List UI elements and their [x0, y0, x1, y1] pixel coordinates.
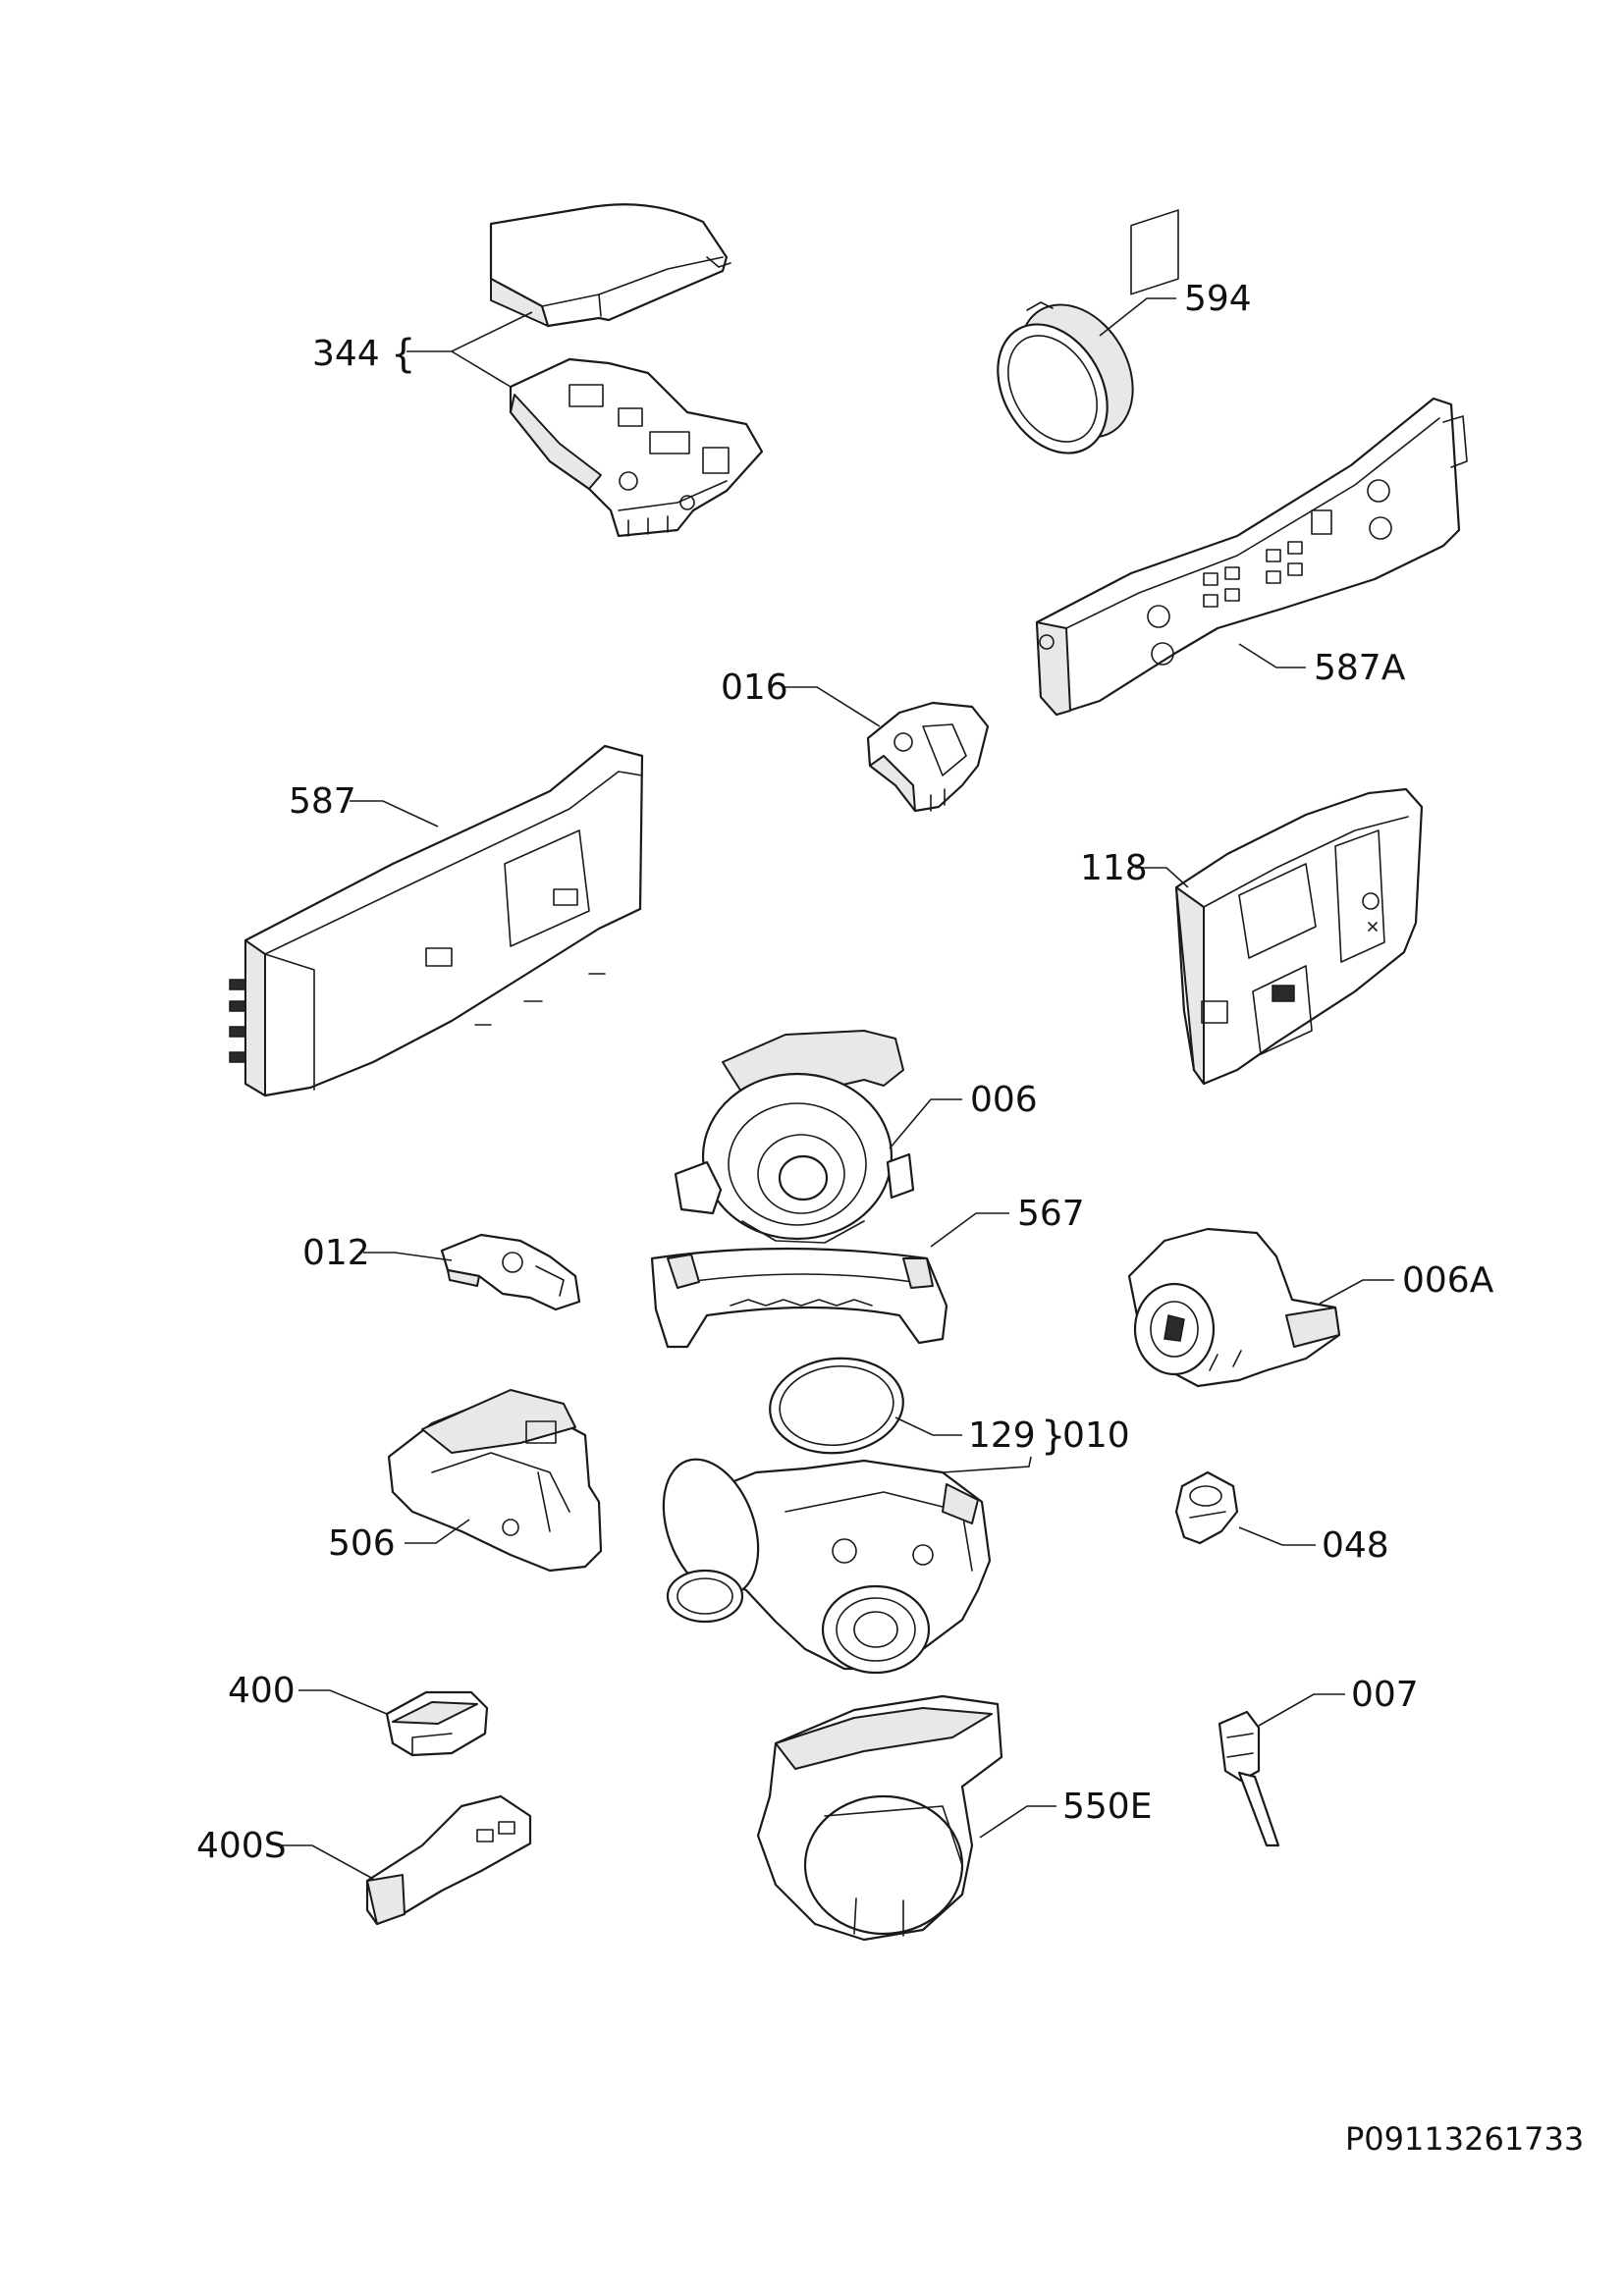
leader-012	[363, 1252, 453, 1261]
part-012	[440, 1233, 581, 1311]
part-550E	[756, 1694, 1003, 1942]
label-016: 016	[721, 667, 788, 708]
label-506: 506	[328, 1523, 396, 1564]
part-048	[1174, 1470, 1239, 1545]
label-012: 012	[302, 1233, 370, 1273]
leader-048	[1238, 1526, 1316, 1546]
part-587A	[1035, 209, 1468, 717]
part-016	[866, 701, 990, 813]
label-400: 400	[228, 1671, 296, 1711]
part-587	[229, 744, 644, 1097]
part-344-cover	[489, 203, 731, 328]
leader-344	[406, 311, 533, 388]
part-344-board	[509, 357, 764, 538]
leader-400	[298, 1689, 388, 1715]
leader-118	[1135, 867, 1189, 888]
label-344: 344	[312, 334, 380, 374]
part-007	[1218, 1710, 1280, 1847]
part-010	[662, 1458, 992, 1675]
leader-587	[350, 800, 439, 828]
leader-400S	[279, 1844, 374, 1880]
label-048: 048	[1322, 1525, 1389, 1566]
leader-506	[405, 1519, 470, 1544]
leader-006	[889, 1098, 962, 1149]
label-567: 567	[1017, 1194, 1085, 1234]
part-129	[769, 1357, 904, 1455]
brace-344: {	[391, 332, 415, 377]
part-006A	[1127, 1227, 1341, 1388]
leader-007	[1258, 1693, 1345, 1727]
leader-587A	[1238, 643, 1306, 668]
leader-010	[942, 1456, 1032, 1473]
leader-594	[1099, 297, 1176, 337]
label-550E: 550E	[1062, 1787, 1152, 1827]
label-594: 594	[1184, 279, 1252, 319]
label-007: 007	[1351, 1675, 1419, 1715]
part-400	[385, 1690, 489, 1757]
label-010: 010	[1062, 1415, 1130, 1456]
label-118: 118	[1080, 848, 1148, 888]
leader-550E	[979, 1805, 1056, 1839]
label-006: 006	[970, 1080, 1038, 1120]
leader-567	[930, 1212, 1009, 1248]
part-506	[387, 1389, 603, 1573]
brace-010: }	[1041, 1414, 1065, 1459]
label-400S: 400S	[196, 1826, 287, 1866]
part-567	[650, 1247, 948, 1349]
part-400S	[365, 1794, 532, 1926]
part-006	[674, 1030, 915, 1244]
document-id: P09113261733	[1345, 2120, 1584, 2158]
label-129: 129	[968, 1415, 1036, 1456]
part-594	[997, 301, 1134, 454]
leader-006A	[1319, 1279, 1394, 1305]
label-587: 587	[289, 781, 356, 822]
label-006A: 006A	[1402, 1260, 1494, 1301]
part-118	[1174, 787, 1424, 1086]
leader-129	[894, 1416, 962, 1436]
label-587A: 587A	[1314, 648, 1406, 688]
leader-016	[784, 686, 881, 727]
